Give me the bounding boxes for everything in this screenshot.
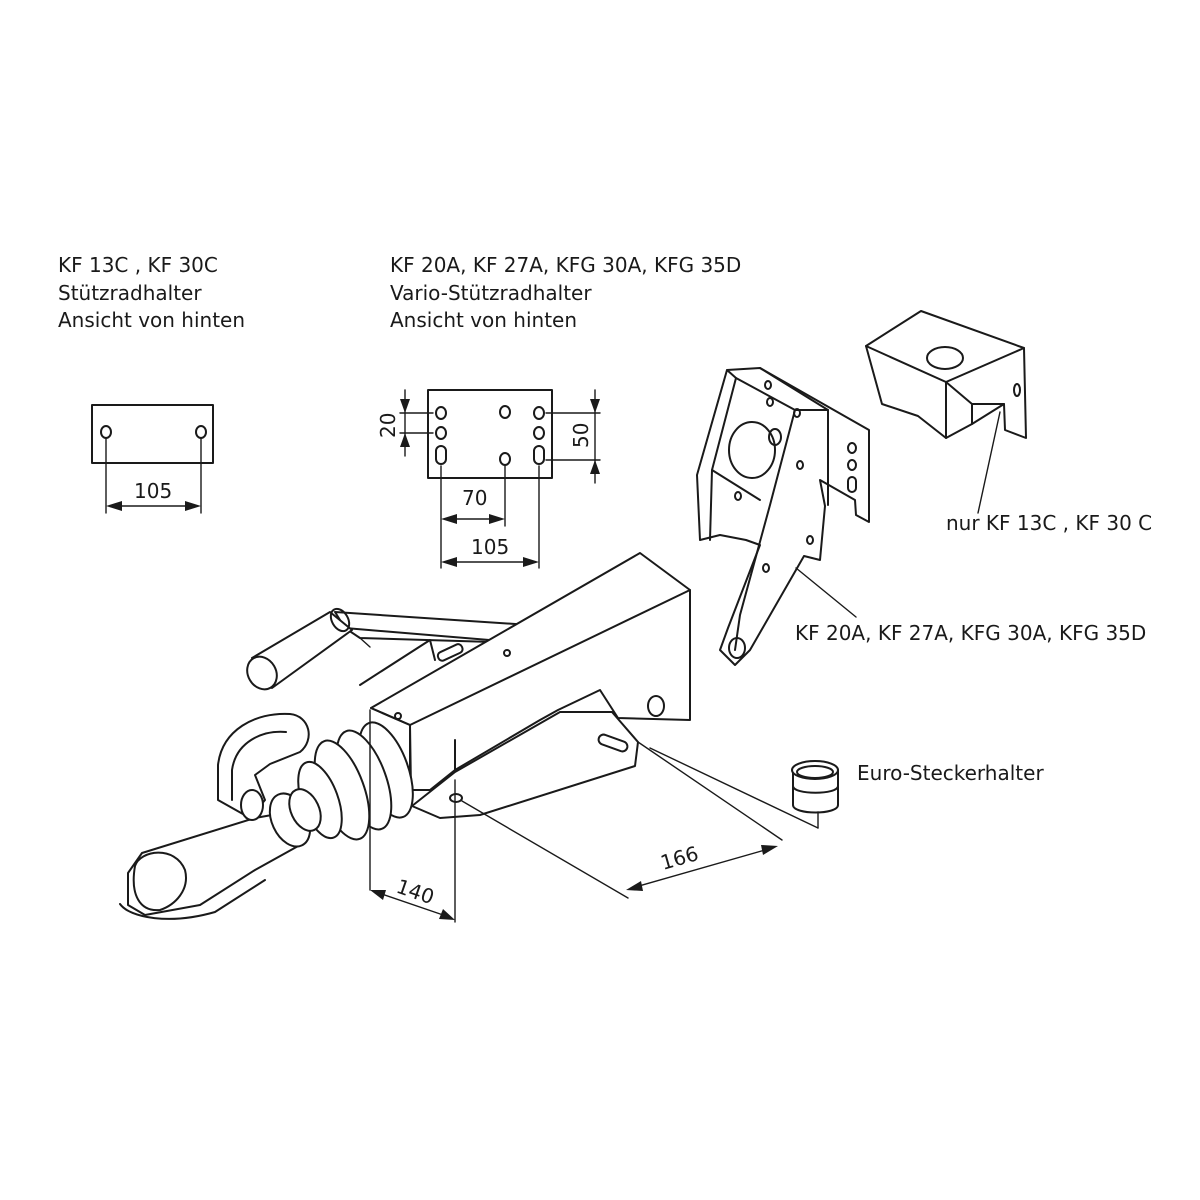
dim-vario-105: 105 [471, 535, 509, 559]
euro-plug-holder: Euro-Steckerhalter [649, 747, 1044, 829]
right-caption-models: KF 20A, KF 27A, KFG 30A, KFG 35D [390, 253, 741, 277]
plug-holder-label: Euro-Steckerhalter [857, 761, 1044, 785]
dim-vario-20: 20 [376, 413, 400, 438]
left-block-caption: KF 13C , KF 30C Stützradhalter Ansicht v… [58, 253, 245, 332]
right-caption-view: Ansicht von hinten [390, 308, 577, 332]
vario-bracket-label: KF 20A, KF 27A, KFG 30A, KFG 35D [795, 621, 1146, 645]
dim-coupling-140: 140 [393, 874, 437, 909]
coupling-assembly: 140 166 [119, 552, 783, 923]
left-caption-view: Ansicht von hinten [58, 308, 245, 332]
vario-support-bracket: KF 20A, KF 27A, KFG 30A, KFG 35D [696, 367, 1146, 666]
dim-vario-50: 50 [569, 423, 593, 448]
small-bracket-label: nur KF 13C , KF 30 C [946, 511, 1152, 535]
dim-vario-70: 70 [462, 486, 487, 510]
left-back-view-plate: 105 [91, 404, 214, 514]
right-block-caption: KF 20A, KF 27A, KFG 30A, KFG 35D Vario-S… [390, 253, 741, 332]
left-caption-models: KF 13C , KF 30C [58, 253, 218, 277]
vario-back-view-plate: 20 50 70 105 [376, 389, 601, 569]
left-caption-part: Stützradhalter [58, 281, 202, 305]
small-support-bracket: nur KF 13C , KF 30 C [865, 310, 1152, 535]
dim-left-105: 105 [134, 479, 172, 503]
right-caption-part: Vario-Stützradhalter [390, 281, 592, 305]
